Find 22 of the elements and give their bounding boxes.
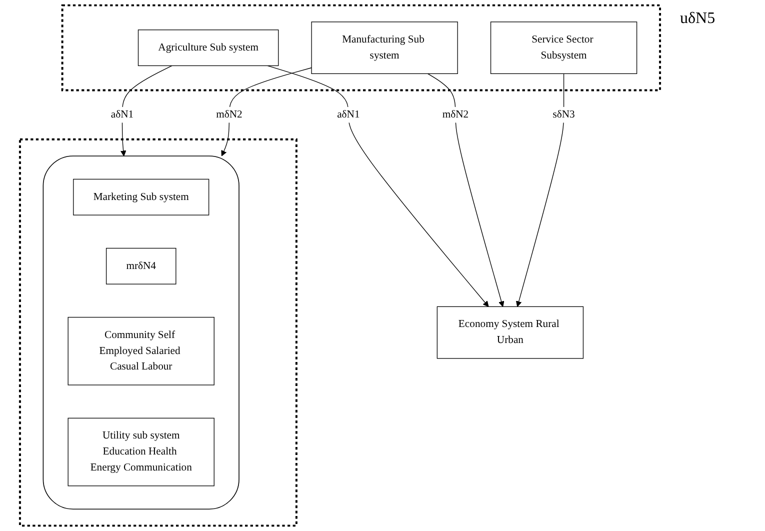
node-box: Service Sector Subsystem (490, 22, 638, 74)
node-box: Community Self Employed Salaried Casual Labour (68, 316, 214, 386)
node-box: Marketing Sub system (73, 178, 210, 216)
note-label: uδN5 (680, 10, 716, 28)
arrow (267, 65, 489, 307)
edge-label: aδN1 (110, 108, 134, 120)
node-box: Economy System Rural Urban (436, 306, 584, 359)
node-box: mrδN4 (106, 248, 176, 284)
arrow (516, 73, 564, 307)
arrow (120, 65, 172, 156)
cluster (61, 4, 662, 92)
edge-label: aδN1 (337, 108, 360, 120)
edge-label: mδN2 (442, 108, 469, 120)
arrow (221, 67, 312, 156)
node-box: Agriculture Sub system (138, 30, 279, 66)
cluster (18, 138, 298, 527)
arrow (427, 73, 504, 307)
edge-label: sδN3 (552, 108, 575, 120)
node-box: Utility sub system Education Health Energy Communication (68, 418, 214, 486)
cluster (42, 156, 240, 510)
edge-label: mδN2 (216, 108, 242, 120)
node-box: Manufacturing Sub system (311, 22, 458, 74)
